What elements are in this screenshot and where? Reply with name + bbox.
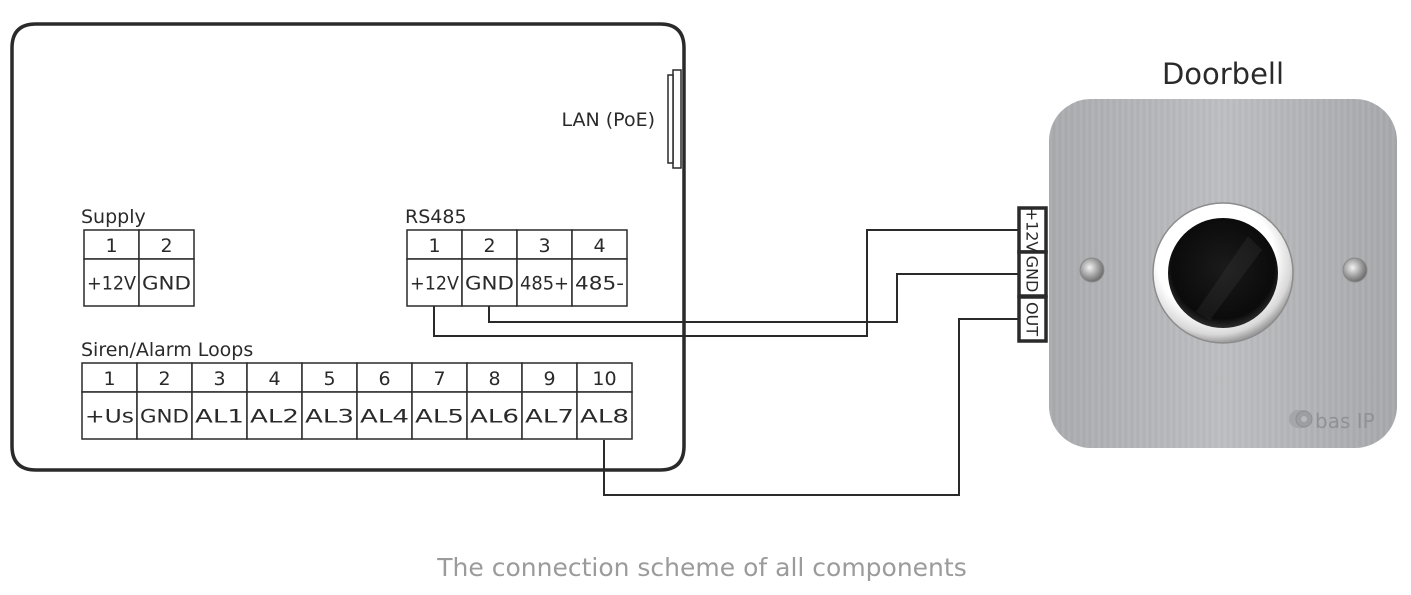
pin-name-cell: [461, 258, 518, 307]
pin-name: GND: [140, 406, 189, 428]
pin-name: +12V: [410, 273, 459, 295]
rs485-pin-1: 1 +12V: [406, 229, 463, 307]
doorbell-title: Doorbell: [1162, 57, 1284, 91]
screw-left-icon: [1079, 257, 1105, 283]
pin-number: 9: [543, 368, 555, 390]
pin-number-cell: [356, 362, 413, 393]
controller-housing: LAN (PoE): [10, 22, 686, 472]
pin-number: 2: [160, 235, 172, 257]
pin-name-cell: [466, 391, 523, 440]
pin-number-cell: [466, 362, 523, 393]
supply-title: Supply: [81, 206, 146, 228]
doorbell-terminal-plus12v: +12V: [1017, 206, 1048, 254]
pin-number: 3: [538, 235, 550, 257]
rs485-title: RS485: [405, 206, 467, 228]
pin-number: 7: [433, 368, 445, 390]
pin-name-cell: [576, 391, 633, 440]
terminal-cell: [1017, 295, 1048, 343]
pin-name: AL2: [250, 406, 299, 428]
pin-name: 485+: [520, 273, 569, 295]
brand-text: bas IP: [1315, 409, 1375, 433]
pin-number-cell: [138, 229, 195, 260]
pin-number: 8: [488, 368, 500, 390]
terminal-label: +12V: [1023, 208, 1042, 253]
pin-name-cell: [406, 258, 463, 307]
pin-name: +Us: [85, 406, 134, 428]
supply-pin-1: 1 +12V: [83, 229, 140, 307]
controller-outline: [10, 22, 686, 472]
pin-name-cell: [81, 391, 138, 440]
pin-number: 3: [213, 368, 225, 390]
pin-name: AL7: [525, 406, 574, 428]
pin-name-cell: [521, 391, 578, 440]
rs485-pin-3: 3 485+: [516, 229, 573, 307]
brand-logo: bas IP: [1289, 409, 1375, 433]
pin-number-cell: [406, 229, 463, 260]
diagram-caption: The connection scheme of all components: [436, 553, 966, 582]
alarm-pin-1: 1 +Us: [81, 362, 138, 440]
lan-label: LAN (PoE): [561, 109, 655, 131]
wire-out: [603, 318, 1019, 496]
pin-number: 5: [323, 368, 335, 390]
pin-name-cell: [356, 391, 413, 440]
pin-number: 2: [483, 235, 495, 257]
terminal-cell: [1017, 250, 1048, 298]
pin-name: GND: [142, 273, 191, 295]
pin-name: +12V: [87, 273, 136, 295]
pin-name: GND: [465, 273, 514, 295]
rs485-pin-4: 4 485-: [571, 229, 628, 307]
terminal-label: GND: [1023, 256, 1042, 293]
pin-name-cell: [571, 258, 628, 307]
pin-name-cell: [411, 391, 468, 440]
pin-number: 6: [378, 368, 390, 390]
pin-number-cell: [576, 362, 633, 393]
lan-port-icon: [667, 69, 682, 169]
pin-name: AL8: [580, 406, 629, 428]
doorbell-button[interactable]: [1168, 218, 1278, 328]
pin-name: AL5: [415, 406, 464, 428]
pin-name: AL3: [305, 406, 354, 428]
doorbell-terminal-block: +12V GND OUT: [1017, 206, 1048, 343]
wire-12v: [433, 229, 1019, 337]
terminal-label: OUT: [1023, 302, 1042, 336]
pin-name: AL1: [195, 406, 244, 428]
pin-number: 2: [158, 368, 170, 390]
doorbell-device: Doorbell bas IP +12V GND OUT: [1017, 57, 1397, 448]
pin-number: 4: [593, 235, 605, 257]
screw-right-icon: [1342, 257, 1368, 283]
pin-number-cell: [461, 229, 518, 260]
pin-name-cell: [191, 391, 248, 440]
pin-number-cell: [81, 362, 138, 393]
pin-number: 10: [592, 368, 616, 390]
pin-name: AL6: [470, 406, 519, 428]
pin-number-cell: [191, 362, 248, 393]
alarm-title: Siren/Alarm Loops: [81, 339, 253, 361]
pin-number: 1: [103, 368, 115, 390]
alarm-terminal-block: Siren/Alarm Loops 1+Us2GND3AL14AL25AL36A…: [81, 339, 633, 440]
pin-name-cell: [138, 258, 195, 307]
pin-number: 4: [268, 368, 280, 390]
pin-number: 1: [105, 235, 117, 257]
wires: [433, 229, 1019, 496]
pin-name: AL4: [360, 406, 409, 428]
doorbell-terminal-out: OUT: [1017, 295, 1048, 343]
pin-name-cell: [516, 258, 573, 307]
pin-number: 1: [428, 235, 440, 257]
doorbell-terminal-gnd: GND: [1017, 250, 1048, 298]
wire-gnd: [488, 273, 1019, 323]
pin-name: 485-: [575, 273, 624, 295]
